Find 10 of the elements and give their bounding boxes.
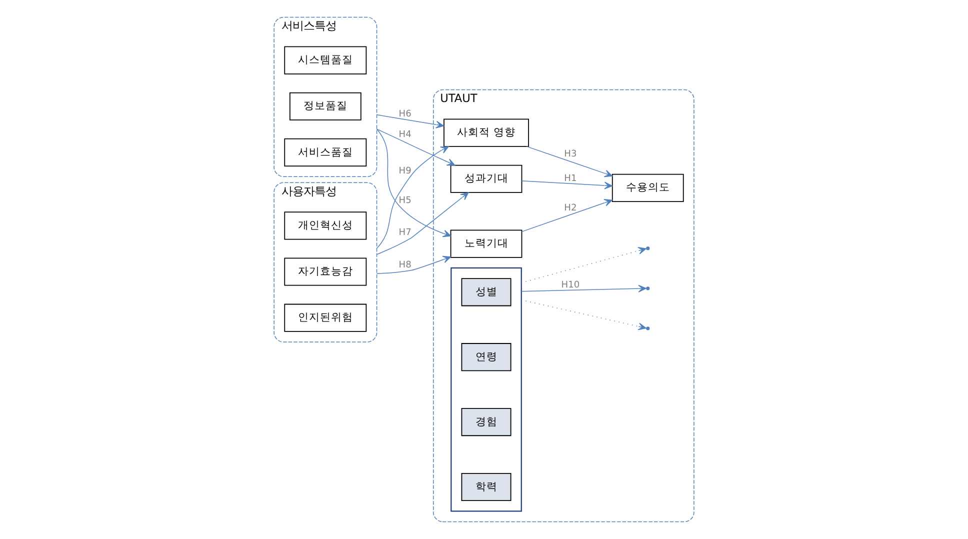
- edge-label: H8: [398, 260, 412, 271]
- edge-label: H6: [398, 110, 412, 120]
- edge-label: H9: [398, 166, 412, 176]
- edge-label: H7: [398, 228, 412, 238]
- edge-label: H5: [398, 196, 412, 206]
- edge-label: H1: [564, 174, 577, 184]
- edge-label: H10: [561, 280, 580, 290]
- edge-label: H4: [398, 130, 412, 140]
- edge-label: H3: [564, 150, 577, 160]
- edge-label: H2: [564, 203, 577, 214]
